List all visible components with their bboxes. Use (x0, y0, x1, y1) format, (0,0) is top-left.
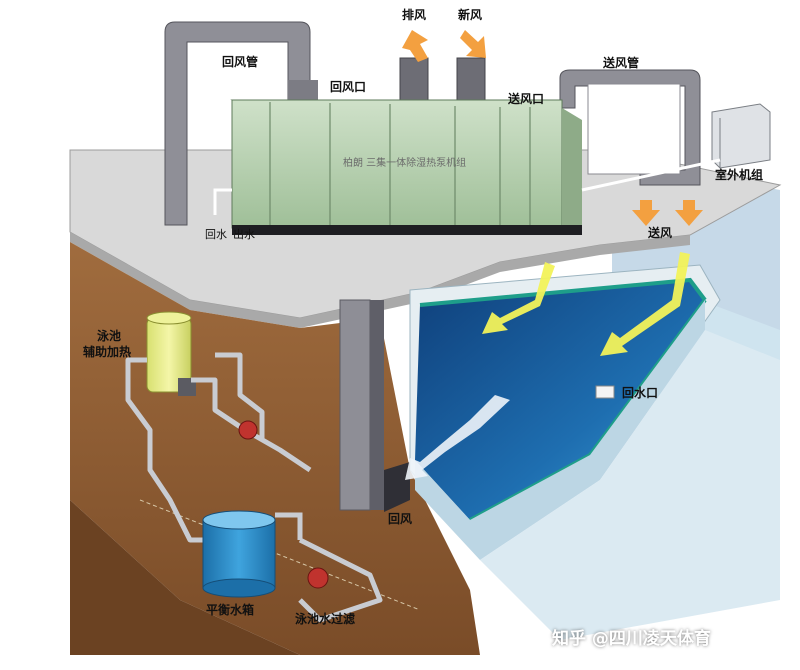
supply-outlet-label: 送风口 (508, 92, 545, 106)
supply-air-flow-2 (600, 252, 690, 356)
pump-upper (238, 420, 258, 440)
earth-lower-left (70, 500, 300, 655)
fresh-air-label: 新风 (458, 8, 483, 22)
fresh-air-stack (456, 57, 486, 107)
pump-lower (307, 567, 329, 589)
aux-heating-label-line1: 泳池 (97, 329, 122, 343)
watermark: 知乎 @四川凌天体育 (552, 629, 711, 649)
return-duct-label: 回风管 (222, 55, 259, 69)
supply-air-label: 送风 (648, 226, 673, 240)
water-out-label: 出水 (233, 228, 255, 241)
heat-pump-unit (231, 99, 563, 229)
outdoor-unit (711, 103, 771, 169)
exhaust-air-label: 排风 (402, 8, 427, 22)
exhaust-air-stack (399, 57, 429, 107)
supply-arrow-right (675, 200, 703, 226)
return-air-flow (405, 395, 510, 480)
outdoor-unit-label: 室外机组 (715, 168, 764, 182)
water-return-port-label: 回水口 (622, 386, 659, 400)
balance-tank-label: 平衡水箱 (206, 603, 255, 617)
aux-heating-label-line2: 辅助加热 (83, 345, 132, 359)
return-water-port (595, 385, 615, 399)
return-air-column (339, 299, 371, 511)
unit-name-label: 柏朗 三集一体除湿热泵机组 (343, 158, 467, 169)
supply-air-flow-1 (482, 262, 555, 334)
supply-duct-label: 送风管 (603, 56, 640, 70)
balance-tank (202, 519, 276, 589)
exhaust-arrow (402, 30, 428, 62)
return-air-label: 回风 (388, 512, 413, 526)
supply-arrow-left (632, 200, 660, 226)
return-inlet-label: 回风口 (330, 80, 367, 94)
pool-filter-label: 泳池水过滤 (295, 612, 356, 626)
pool-water (415, 280, 705, 520)
water-return-label: 回水 (205, 228, 227, 241)
fresh-arrow (460, 30, 486, 58)
